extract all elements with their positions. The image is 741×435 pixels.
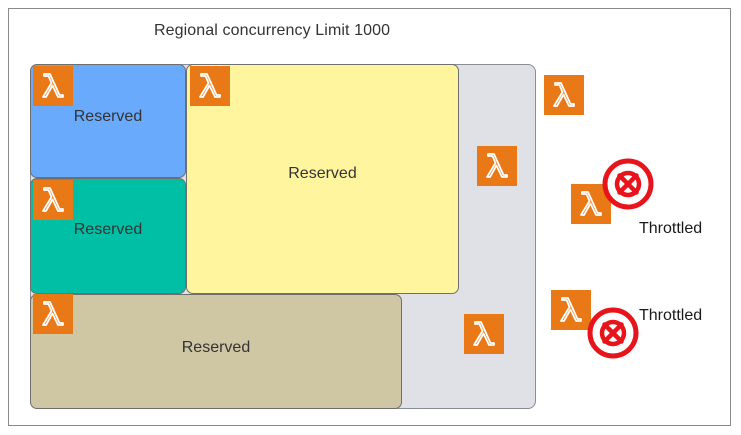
throttled-x-icon (587, 307, 639, 359)
lambda-glyph (560, 297, 582, 322)
x-glyph (587, 307, 639, 359)
reserved-label: Reserved (73, 221, 143, 238)
reserved-block-yellow: Reserved (186, 64, 459, 294)
lambda-icon (464, 314, 504, 354)
lambda-icon (33, 66, 73, 106)
reserved-block-tan: Reserved (30, 294, 402, 409)
lambda-icon (544, 75, 584, 115)
lambda-glyph (553, 82, 575, 107)
lambda-glyph (486, 153, 508, 178)
reserved-label: Reserved (288, 165, 357, 182)
lambda-glyph (42, 301, 64, 326)
diagram-title: Regional concurrency Limit 1000 (154, 22, 391, 39)
lambda-glyph (473, 321, 495, 346)
throttled-label: Throttled (639, 220, 703, 237)
lambda-icon (33, 180, 73, 220)
lambda-icon (33, 294, 73, 334)
lambda-glyph (42, 73, 64, 98)
throttled-label: Throttled (639, 307, 703, 324)
lambda-glyph (580, 191, 602, 216)
reserved-label: Reserved (181, 338, 251, 356)
lambda-glyph (42, 187, 64, 212)
throttled-x-icon (602, 158, 654, 210)
lambda-icon (551, 290, 591, 330)
reserved-label: Reserved (73, 108, 143, 125)
lambda-icon (190, 66, 230, 106)
x-glyph (602, 158, 654, 210)
lambda-glyph (199, 73, 221, 98)
lambda-icon (477, 146, 517, 186)
